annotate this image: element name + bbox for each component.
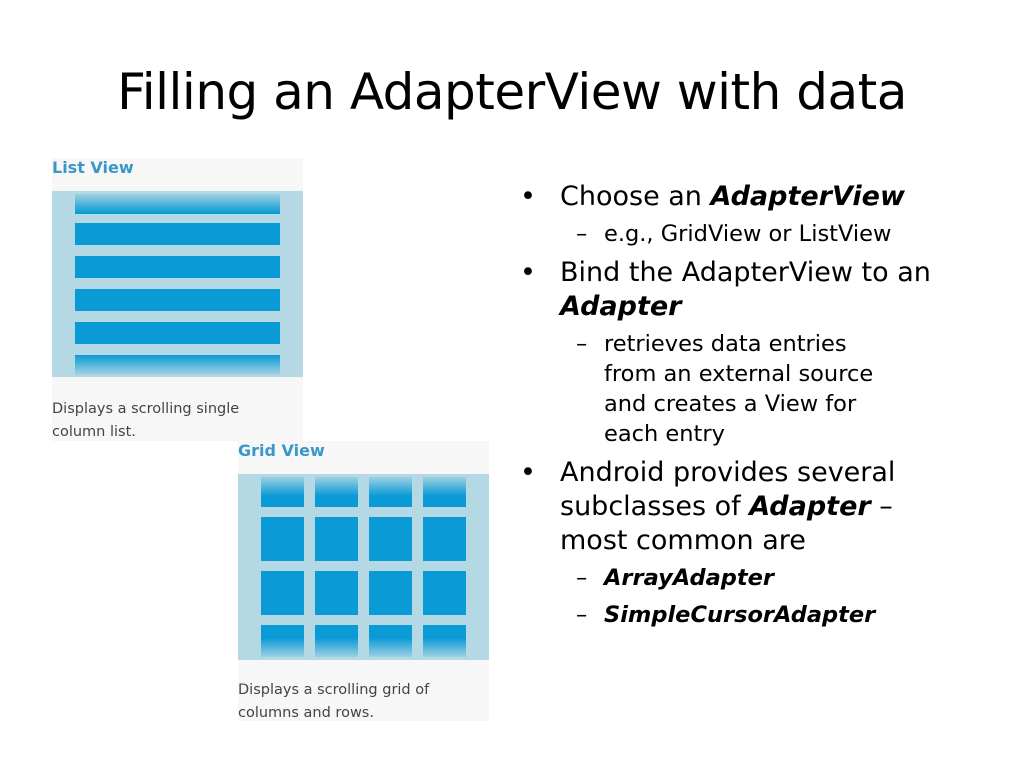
sub-bullet-text: e.g., GridView or ListView xyxy=(604,221,892,247)
preview-fade-top xyxy=(238,474,489,496)
grid-view-card: Grid View Displays a scro xyxy=(238,441,489,721)
bullet-text: Bind the AdapterView to an xyxy=(560,257,931,288)
bullet-list: • Choose an AdapterView – e.g., GridView… xyxy=(520,180,980,637)
bullet-item: • Android provides several subclasses of… xyxy=(520,456,930,558)
list-view-description-line: Displays a scrolling single xyxy=(52,401,240,417)
bullet-glyph: • xyxy=(520,457,536,488)
sub-bullet-text: retrieves data entries from an external … xyxy=(604,331,874,447)
bullet-emphasis: Adapter xyxy=(560,291,682,322)
bullet-emphasis: Adapter xyxy=(749,491,871,522)
bullet-glyph: • xyxy=(520,181,536,212)
grid-cell xyxy=(315,571,358,615)
grid-view-preview xyxy=(238,474,489,660)
list-row xyxy=(75,223,280,245)
preview-fade-bottom xyxy=(238,638,489,660)
bullet-item: • Bind the AdapterView to an Adapter xyxy=(520,256,980,324)
dash-glyph: – xyxy=(576,602,588,628)
list-view-description: Displays a scrolling single column list. xyxy=(52,398,239,444)
list-view-title: List View xyxy=(52,158,134,177)
bullet-text: Choose an xyxy=(560,181,711,212)
grid-cell xyxy=(369,517,412,561)
dash-glyph: – xyxy=(576,221,588,247)
list-row xyxy=(75,322,280,344)
grid-cell xyxy=(261,571,304,615)
grid-cell xyxy=(261,517,304,561)
bullet-text: Android provides several subclasses of xyxy=(560,457,896,522)
list-view-preview xyxy=(52,191,303,377)
grid-view-description: Displays a scrolling grid of columns and… xyxy=(238,679,429,725)
list-view-card: List View Displays a scrolling single co… xyxy=(52,158,303,441)
list-view-description-line: column list. xyxy=(52,424,136,440)
bullet-item: • Choose an AdapterView xyxy=(520,180,980,214)
sub-bullet-item: – retrieves data entries from an externa… xyxy=(520,329,904,449)
sub-bullet-text: ArrayAdapter xyxy=(604,565,774,591)
bullet-emphasis: AdapterView xyxy=(710,181,905,212)
grid-cell xyxy=(369,571,412,615)
sub-bullet-text: SimpleCursorAdapter xyxy=(604,602,876,628)
grid-view-description-line: columns and rows. xyxy=(238,705,374,721)
grid-view-title: Grid View xyxy=(238,441,325,460)
grid-view-description-line: Displays a scrolling grid of xyxy=(238,682,430,698)
list-row xyxy=(75,256,280,278)
preview-fade-top xyxy=(52,191,303,213)
sub-bullet-item: – SimpleCursorAdapter xyxy=(520,600,980,630)
grid-cell xyxy=(423,517,466,561)
preview-fade-bottom xyxy=(52,355,303,377)
grid-cell xyxy=(423,571,466,615)
bullet-text: – most common are xyxy=(560,491,893,556)
dash-glyph: – xyxy=(576,331,588,357)
sub-bullet-item: – ArrayAdapter xyxy=(520,563,980,593)
list-row xyxy=(75,289,280,311)
bullet-glyph: • xyxy=(520,257,536,288)
sub-bullet-item: – e.g., GridView or ListView xyxy=(520,219,980,249)
grid-cell xyxy=(315,517,358,561)
slide-title: Filling an AdapterView with data xyxy=(117,63,907,121)
dash-glyph: – xyxy=(576,565,588,591)
